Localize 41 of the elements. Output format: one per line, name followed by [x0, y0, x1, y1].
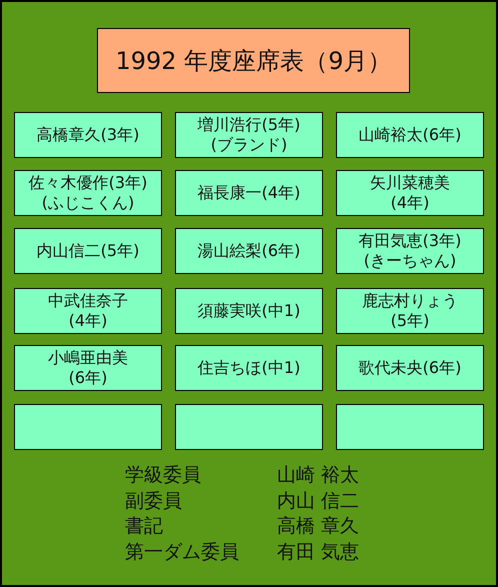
seat-box [336, 288, 484, 334]
seat-box: 高橋章久(3年) [14, 112, 162, 158]
empty-seat-box [14, 404, 162, 450]
student-note: (ブランド) [210, 135, 288, 155]
student-note: (6年) [68, 368, 108, 388]
empty-seat-box [175, 404, 323, 450]
role-label: 第一ダム委員 [125, 540, 239, 565]
seat-box [175, 112, 323, 158]
seat-box: 山崎裕太(6年) [336, 112, 484, 158]
seat-box: 住吉ちほ(中1) [175, 345, 323, 391]
seat-box: 須藤実咲(中1) [175, 288, 323, 334]
member-name: 山崎 裕太 [277, 463, 360, 488]
student-name: 小嶋亜由美 [48, 348, 128, 368]
student-name: 佐々木優作(3年) [28, 173, 148, 193]
student-note: (ふじこくん) [42, 193, 134, 213]
title-box: 1992 年度座席表（9月） [97, 28, 410, 93]
seat-box: 歌代未央(6年) [336, 345, 484, 391]
seat-box: 内山信二(5年) [14, 228, 162, 274]
seat-box [336, 170, 484, 216]
student-name: 増川浩行(5年) [198, 115, 300, 135]
member-name: 内山 信二 [277, 489, 360, 514]
seat-box: 湯山絵梨(6年) [175, 228, 323, 274]
empty-seat-box [336, 404, 484, 450]
student-note: (4年) [390, 193, 430, 213]
role-label: 学級委員 [125, 463, 201, 488]
seat-box [14, 345, 162, 391]
role-label: 副委員 [125, 489, 182, 514]
student-note: (きーちゃん) [364, 251, 456, 271]
student-note: (5年) [390, 311, 430, 331]
student-name: 有田気恵(3年) [358, 231, 462, 251]
role-label: 書記 [125, 514, 163, 539]
seat-box: 福長康一(4年) [175, 170, 323, 216]
student-name: 矢川菜穂美 [370, 173, 450, 193]
seat-box [336, 228, 484, 274]
student-name: 鹿志村りょう [362, 291, 458, 311]
member-name: 高橋 章久 [277, 514, 360, 539]
member-name: 有田 気恵 [277, 540, 360, 565]
student-note: (4年) [68, 311, 108, 331]
seat-box [14, 170, 162, 216]
student-name: 中武佳奈子 [48, 291, 128, 311]
seat-box [14, 288, 162, 334]
